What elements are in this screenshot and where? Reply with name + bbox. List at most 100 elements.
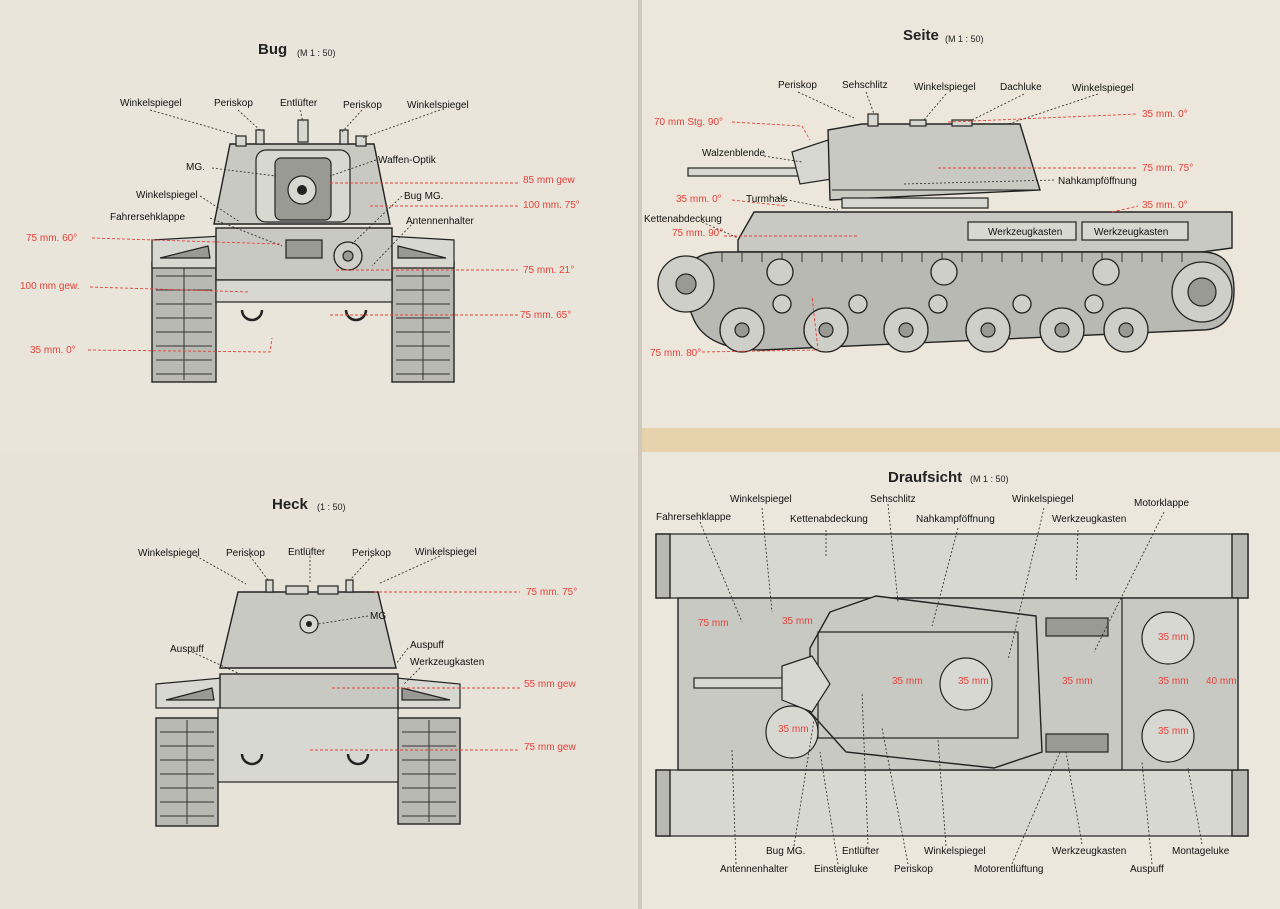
- rear-view-scale: (1 : 50): [317, 502, 346, 512]
- side-label-periskop: Periskop: [778, 80, 817, 91]
- side-turret-ring: [841, 197, 989, 209]
- top-label-bug-mg: Bug MG.: [766, 846, 805, 857]
- top-label-winkelspiegel-2: Winkelspiegel: [1012, 494, 1074, 505]
- rear-label-auspuff-left: Auspuff: [170, 644, 204, 655]
- rear-label-winkelspiegel-right: Winkelspiegel: [415, 547, 477, 558]
- panel-top-view: Draufsicht (M 1 : 50) Fahrersehklappe Wi…: [642, 452, 1280, 909]
- front-left-track: [151, 261, 217, 383]
- front-right-track: [391, 261, 455, 383]
- top-engine-grille-2: [1045, 733, 1109, 753]
- top-label-auspuff: Auspuff: [1130, 864, 1164, 875]
- side-armor-75mm-90: 75 mm. 90°: [672, 228, 723, 239]
- top-turret: [809, 595, 1043, 769]
- side-toolbox-1-label: Werkzeugkasten: [988, 227, 1062, 238]
- rear-view-drawing: Heck (1 : 50): [138, 496, 577, 827]
- side-toolbox-2: [1081, 221, 1189, 241]
- top-engine-hatch-2: [1141, 709, 1195, 763]
- side-armor-75mm-80: 75 mm. 80°: [650, 348, 701, 359]
- panel-side-view: Seite (M 1 : 50) Werkzeugkasten Werkzeug…: [642, 0, 1280, 445]
- top-armor-35mm-deck: 35 mm: [1062, 676, 1093, 687]
- rear-tow-hook-left: [240, 753, 264, 766]
- front-label-periskop-right: Periskop: [343, 100, 382, 111]
- front-label-waffen-optik: Waffen-Optik: [378, 155, 437, 166]
- driver-visor: [285, 239, 323, 259]
- top-label-motorentlueftung: Motorentlüftung: [974, 864, 1044, 875]
- side-label-kettenabdeckung: Kettenabdeckung: [644, 214, 722, 225]
- rear-view-title: Heck: [272, 496, 309, 513]
- side-label-turmhals: Turmhals: [746, 194, 787, 205]
- rear-lower-plate: [217, 707, 399, 783]
- side-toolbox-2-label: Werkzeugkasten: [1094, 227, 1168, 238]
- top-label-montageluke: Montageluke: [1172, 846, 1230, 857]
- side-label-dachluke: Dachluke: [1000, 82, 1042, 93]
- side-armor-35mm-right: 35 mm. 0°: [1142, 200, 1188, 211]
- rear-label-periskop-left: Periskop: [226, 548, 265, 559]
- front-label-periskop-left: Periskop: [214, 98, 253, 109]
- top-engine-hatch-1: [1141, 611, 1195, 665]
- front-lower-plate: [215, 279, 393, 303]
- side-label-walzenblende: Walzenblende: [702, 148, 765, 159]
- top-armor-35mm-rear: 35 mm: [1158, 676, 1189, 687]
- top-armor-35mm-hatch-1: 35 mm: [1158, 632, 1189, 643]
- side-label-nahkampfoeffnung: Nahkampföffnung: [1058, 176, 1137, 187]
- rear-label-periskop-right: Periskop: [352, 548, 391, 559]
- top-label-fahrersehklappe: Fahrersehklappe: [656, 512, 731, 523]
- panel-rear-view: Heck (1 : 50): [0, 452, 638, 909]
- top-armor-35mm-turret-2: 35 mm: [958, 676, 989, 687]
- side-armor-75mm-75: 75 mm. 75°: [1142, 163, 1193, 174]
- front-armor-75mm-65: 75 mm. 65°: [520, 310, 571, 321]
- side-armor-35mm-left: 35 mm. 0°: [676, 194, 722, 205]
- top-engine-grille-1: [1045, 617, 1109, 637]
- front-armor-100mm-75: 100 mm. 75°: [523, 200, 580, 211]
- side-view-title: Seite: [903, 27, 939, 44]
- front-label-winkelspiegel-right: Winkelspiegel: [407, 100, 469, 111]
- front-label-bug-mg: Bug MG.: [404, 191, 443, 202]
- top-label-sehschlitz: Sehschlitz: [870, 494, 916, 505]
- top-turret-hatch: [939, 657, 993, 711]
- side-armor-35mm-top: 35 mm. 0°: [1142, 109, 1188, 120]
- top-gun-mantlet: [781, 655, 831, 713]
- side-turret: [827, 123, 1041, 201]
- top-label-kettenabdeckung: Kettenabdeckung: [790, 514, 868, 525]
- top-label-antennenhalter: Antennenhalter: [720, 864, 789, 875]
- side-gun-barrel: [687, 167, 809, 177]
- top-armor-35mm-hatch-2: 35 mm: [1158, 726, 1189, 737]
- tow-hook-right: [344, 309, 368, 322]
- top-label-winkelspiegel-1: Winkelspiegel: [730, 494, 792, 505]
- side-view-drawing: Seite (M 1 : 50) Werkzeugkasten Werkzeug…: [644, 27, 1235, 359]
- side-return-roller: [930, 258, 958, 286]
- rear-hull-plate: [219, 673, 399, 711]
- front-armor-75mm-60: 75 mm. 60°: [26, 233, 77, 244]
- top-label-einsteigluke: Einsteigluke: [814, 864, 868, 875]
- panel-front-view: Bug (M 1 : 50): [0, 0, 638, 452]
- top-label-periskop: Periskop: [894, 864, 933, 875]
- rear-label-mg: MG: [370, 611, 386, 622]
- front-hull-plate: [215, 227, 393, 281]
- front-label-fahrersehklappe: Fahrersehklappe: [110, 212, 185, 223]
- rear-label-auspuff-right: Auspuff: [410, 640, 444, 651]
- rear-ventilator: [285, 585, 309, 595]
- rear-armor-75mm-gew: 75 mm gew: [524, 742, 576, 753]
- front-armor-75mm-21: 75 mm. 21°: [523, 265, 574, 276]
- side-label-sehschlitz: Sehschlitz: [842, 80, 888, 91]
- top-label-entluefter: Entlüfter: [842, 846, 880, 857]
- front-label-winkelspiegel-left: Winkelspiegel: [120, 98, 182, 109]
- rear-left-track: [155, 717, 219, 827]
- top-view-title: Draufsicht: [888, 469, 962, 486]
- page-fold-vertical: [636, 0, 644, 909]
- page-fold-horizontal: [642, 428, 1280, 454]
- rear-tow-hook-right: [346, 753, 370, 766]
- side-armor-70mm: 70 mm Stg. 90°: [654, 117, 723, 128]
- top-armor-75mm: 75 mm: [698, 618, 729, 629]
- rear-label-werkzeugkasten: Werkzeugkasten: [410, 657, 484, 668]
- rear-armor-55mm: 55 mm gew: [524, 679, 576, 690]
- rear-right-track: [397, 717, 461, 825]
- top-label-motorklappe: Motorklappe: [1134, 498, 1189, 509]
- rear-label-winkelspiegel-left: Winkelspiegel: [138, 548, 200, 559]
- side-track-links: [721, 252, 1183, 262]
- front-label-antennenhalter: Antennenhalter: [406, 216, 475, 227]
- rear-armor-75mm-75: 75 mm. 75°: [526, 587, 577, 598]
- top-armor-35mm-turret-1: 35 mm: [892, 676, 923, 687]
- side-label-winkelspiegel-1: Winkelspiegel: [914, 82, 976, 93]
- side-toolbox-1: [967, 221, 1077, 241]
